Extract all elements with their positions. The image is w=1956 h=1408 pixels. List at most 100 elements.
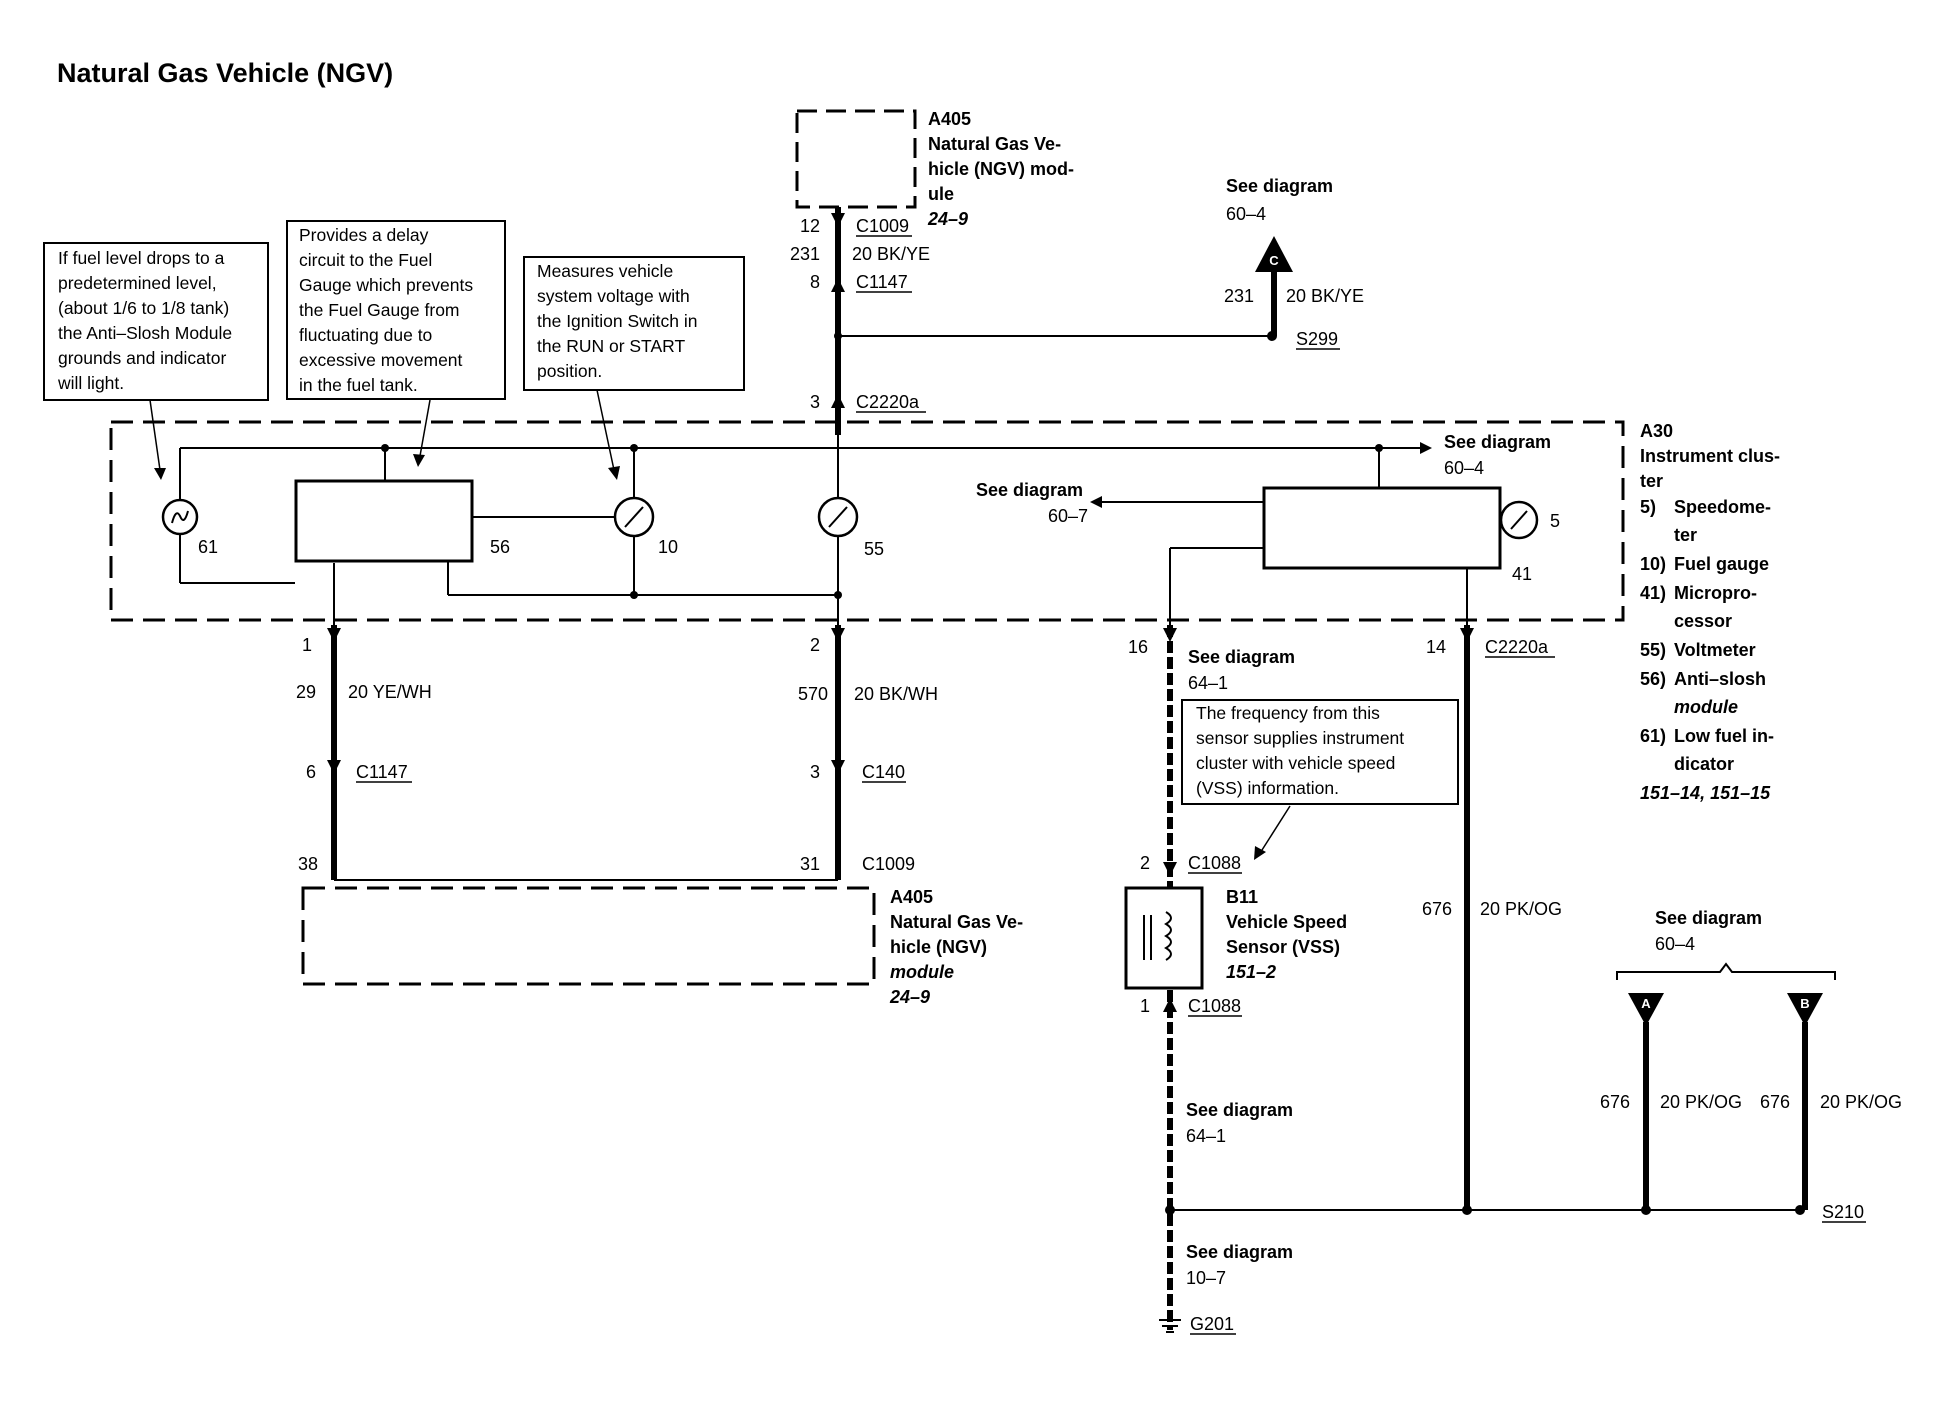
comp-10-label: 10 [658,537,678,557]
connector-c2220a-top: C2220a [856,392,920,412]
note-anti-slosh-3: (about 1/6 to 1/8 tank) [58,298,229,318]
legend-55-line1: Voltmeter [1674,640,1756,660]
see-diagram-vss-2: See diagram [1186,1100,1293,1120]
a30-cluster-box [109,420,1625,622]
legend-5-num: 5) [1640,497,1656,517]
see-diagram-ground: See diagram [1186,1242,1293,1262]
c2220a-pin-2-icon [831,628,845,642]
see-diagram-ab: See diagram [1655,908,1762,928]
pin-8: 8 [810,272,820,292]
legend-41-line1: Micropro- [1674,583,1757,603]
off-page-c-arrow-icon [1255,236,1293,272]
pin-12: 12 [800,216,820,236]
a405-top-name-1: Natural Gas Ve- [928,134,1061,154]
pin-31: 31 [800,854,820,874]
a30-name-1: Instrument clus- [1640,446,1780,466]
pin-2-vss: 2 [1140,853,1150,873]
legend-61-line2: dicator [1674,754,1734,774]
legend-61-line1: Low fuel in- [1674,726,1774,746]
wire-676-a-circuit: 676 [1600,1092,1630,1112]
note-anti-slosh-pointer [149,399,161,471]
note-delay-box [286,220,506,400]
wire-29-spec: 20 YE/WH [348,682,432,702]
note-voltmeter-4: the RUN or START [537,336,685,356]
pin-3-top: 3 [810,392,820,412]
vss-sensor-box [1124,886,1204,990]
legend-56-line1: Anti–slosh [1674,669,1766,689]
note-vss-2: sensor supplies instrument [1196,728,1404,748]
connector-c1147-lower: C1147 [356,762,408,782]
bracket-ab [1616,962,1836,980]
wire-570-spec: 20 BK/WH [854,684,938,704]
note-voltmeter-2: system voltage with [537,286,690,306]
lamp-filament-icon [171,510,189,524]
splice-s299: S299 [1296,329,1338,349]
a405-top-ref: 24–9 [927,209,968,229]
see-diagram-60-7: See diagram [976,480,1083,500]
wire-231-c-circuit: 231 [1224,286,1254,306]
wire-231-circuit: 231 [790,244,820,264]
see-diagram-bus: See diagram [1444,432,1551,452]
legend-41-num: 41) [1640,583,1666,603]
off-page-a-arrow-icon [1628,993,1664,1026]
c1147-pin-6-icon [327,760,341,774]
legend-5-line1: Speedome- [1674,497,1771,517]
connector-c1009-top: C1009 [856,216,909,236]
note-delay-arrow-icon [413,454,425,467]
c1088-pin-1-icon [1163,998,1177,1012]
see-diagram-c-ref: 60–4 [1226,204,1266,224]
note-delay-5: fluctuating due to [299,325,432,345]
b11-name-2: Sensor (VSS) [1226,937,1340,957]
note-voltmeter-arrow-icon [608,466,620,480]
ground-g201: G201 [1190,1314,1234,1334]
connector-c140: C140 [862,762,905,782]
splice-s210: S210 [1822,1202,1864,1222]
note-delay-6: excessive movement [299,350,463,370]
note-delay-1: Provides a delay [299,225,429,245]
note-delay-pointer [419,399,431,457]
anti-slosh-module [294,479,474,563]
pin-38: 38 [298,854,318,874]
bus-arrow-60-4-icon [1420,442,1432,454]
c2220a-top-pin-icon [831,394,845,408]
note-voltmeter-5: position. [537,361,602,381]
off-page-c-letter: C [1269,253,1279,268]
a405-top-module-box [795,109,917,209]
pin-3-lower: 3 [810,762,820,782]
note-delay-2: circuit to the Fuel [299,250,432,270]
wire-676-b-spec: 20 PK/OG [1820,1092,1902,1112]
splice-a-dot [1641,1205,1651,1215]
comp-56-label: 56 [490,537,510,557]
legend-61-num: 61) [1640,726,1666,746]
note-vss-4: (VSS) information. [1196,778,1339,798]
legend-5-line2: ter [1674,525,1697,545]
note-anti-slosh-6: will light. [57,373,124,393]
note-vss-box [1181,699,1459,805]
note-anti-slosh-4: the Anti–Slosh Module [58,323,232,343]
wire-676-circuit: 676 [1422,899,1452,919]
legend-41-line2: cessor [1674,611,1732,631]
a405-bottom-name-1: Natural Gas Ve- [890,912,1023,932]
off-page-b-letter: B [1800,996,1809,1011]
comp-5-label: 5 [1550,511,1560,531]
a405-bottom-id: A405 [890,887,933,907]
note-voltmeter-1: Measures vehicle [537,261,673,281]
connector-c1147-top: C1147 [856,272,908,292]
a30-name-2: ter [1640,471,1663,491]
a405-top-name-2: hicle (NGV) mod- [928,159,1074,179]
wire-231-c-spec: 20 BK/YE [1286,286,1364,306]
note-delay-3: Gauge which prevents [299,275,473,295]
legend-56-line2: module [1674,697,1738,717]
a405-top-id: A405 [928,109,971,129]
legend-10-num: 10) [1640,554,1666,574]
a405-bottom-ref: 24–9 [889,987,930,1007]
c2220a-pin-1-icon [327,628,341,642]
connector-c1088-bottom: C1088 [1188,996,1241,1016]
see-diagram-vss-2-ref: 64–1 [1186,1126,1226,1146]
page-title: Natural Gas Vehicle (NGV) [57,58,393,88]
wire-231-spec: 20 BK/YE [852,244,930,264]
off-page-b-arrow-icon [1787,993,1823,1026]
note-voltmeter-box [523,256,745,391]
note-voltmeter-pointer [596,389,615,471]
